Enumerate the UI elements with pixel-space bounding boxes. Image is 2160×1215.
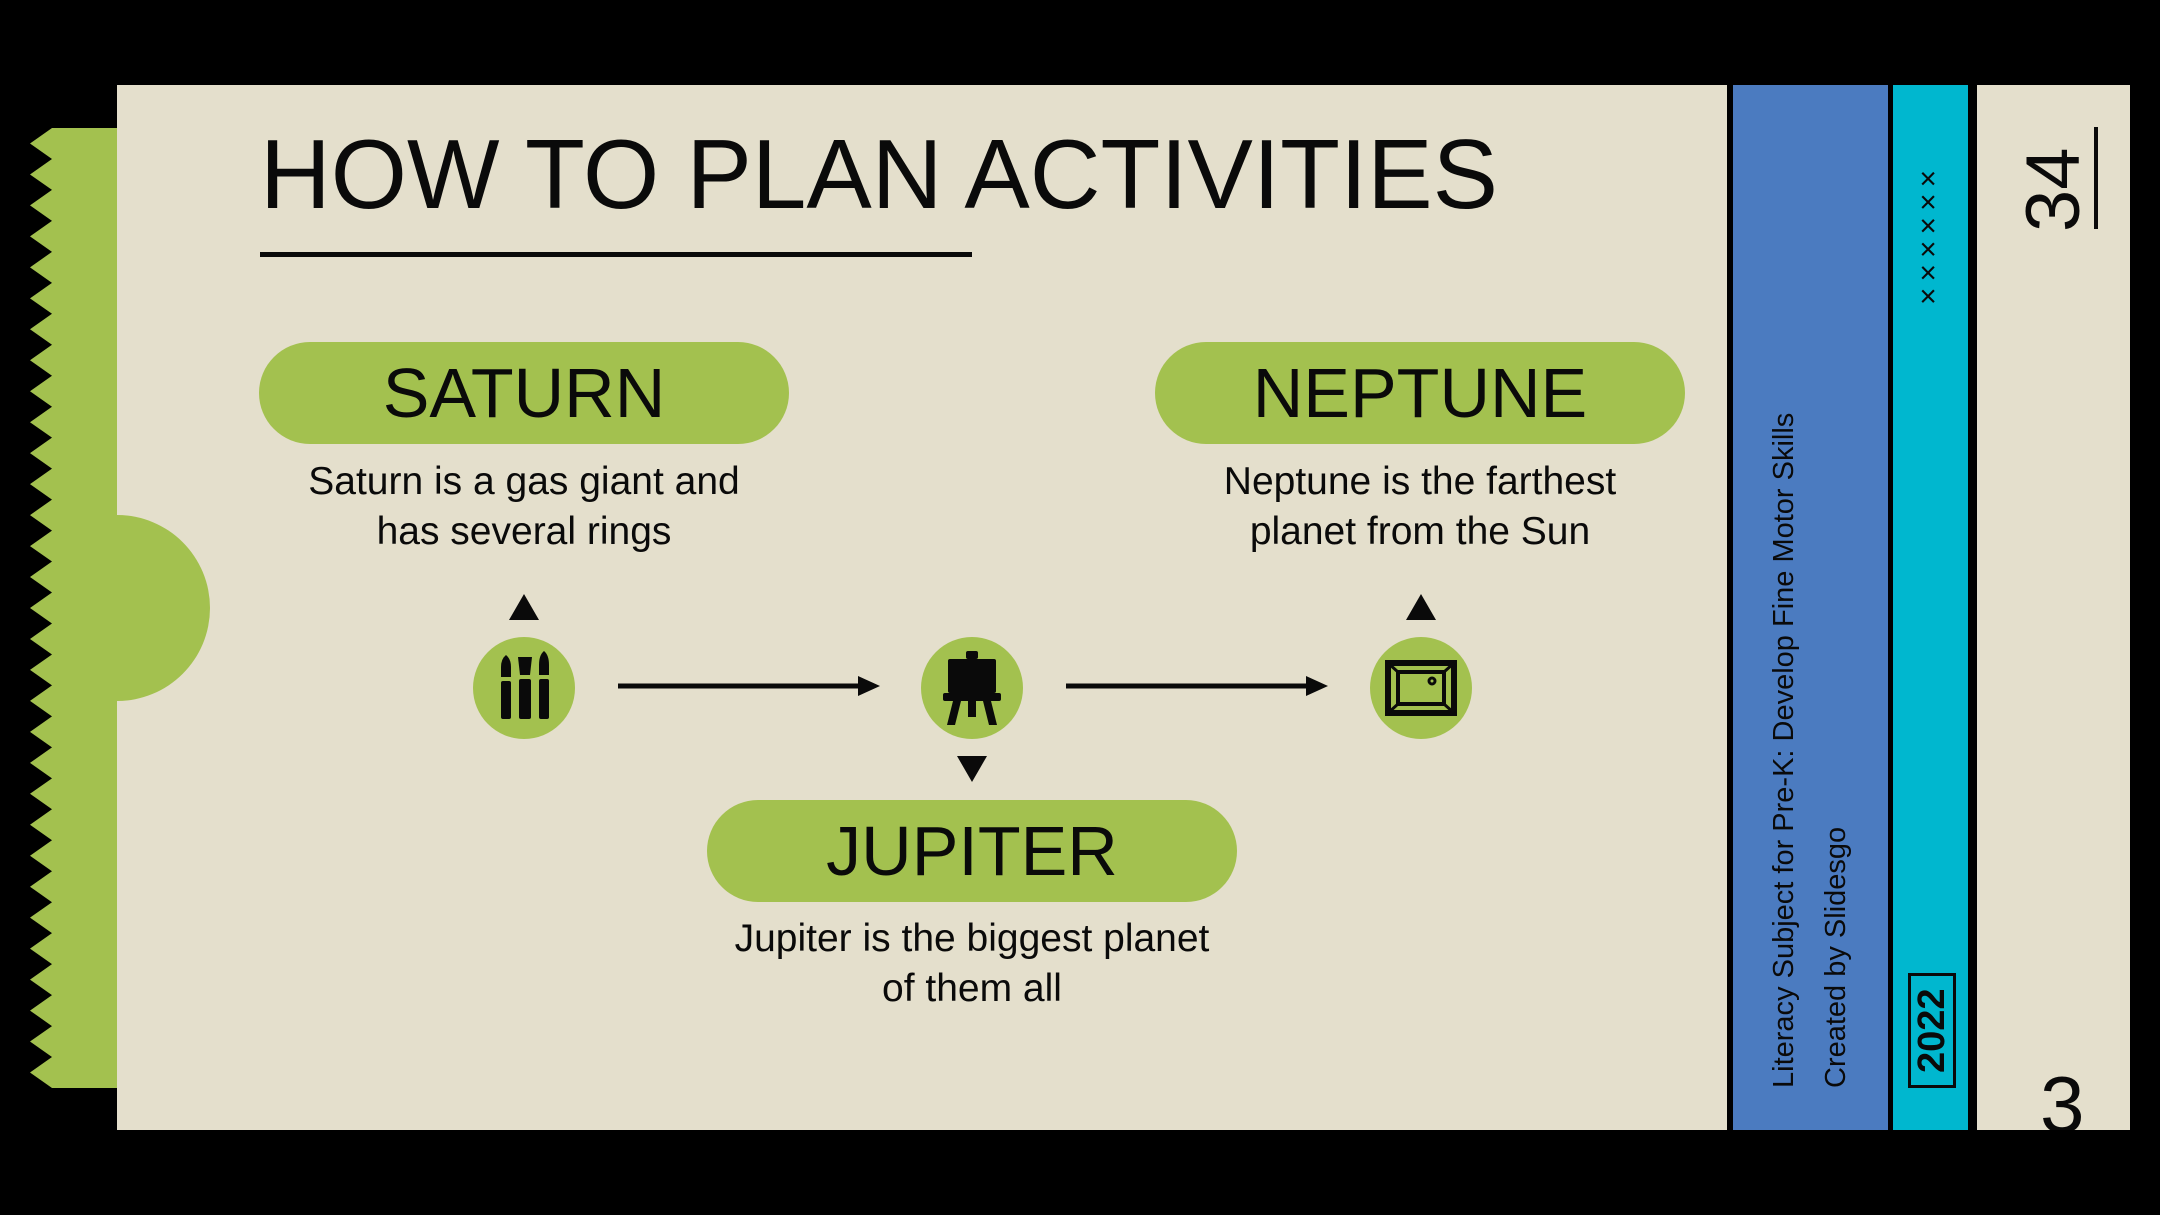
partial-digit: 3 [2040,1060,2085,1131]
saturn-description-line-1: Saturn is a gas giant and [308,460,740,503]
jupiter-description-line-2: of them all [882,967,1062,1010]
neptune-description: Neptune is the farthest planet from the … [1120,457,1720,557]
page-number: 34 [2011,147,2096,232]
jupiter-description-line-1: Jupiter is the biggest planet [734,917,1210,960]
title-underline [260,252,972,257]
blue-spine-band [1733,85,1888,1130]
credit-text: Created by Slidesgo [1820,826,1852,1088]
flow-arrow-jupiter-to-neptune [1066,676,1328,696]
jupiter-description: Jupiter is the biggest planet of them al… [672,914,1272,1014]
up-triangle-icon [1406,594,1436,620]
subject-text: Literacy Subject for Pre-K: Develop Fine… [1768,412,1800,1088]
ticket-notch-decoration [117,515,210,701]
paint-brushes-icon [473,637,575,739]
saturn-description: Saturn is a gas giant and has several ri… [224,457,824,557]
up-triangle-icon [509,594,539,620]
down-triangle-icon [957,756,987,782]
jupiter-label-pill: JUPITER [707,800,1237,902]
page-title: HOW TO PLAN ACTIVITIES [260,119,1498,229]
picture-frame-icon [1370,637,1472,739]
easel-icon [921,637,1023,739]
x-marks-decoration: ×××××× [1912,163,1945,305]
year-badge: 2022 [1908,973,1956,1088]
page-number-band: 3 [1977,85,2130,1130]
ticket-stub-decoration [30,128,118,1088]
neptune-description-line-2: planet from the Sun [1249,510,1591,553]
page-number-rule [2094,127,2098,229]
neptune-label-pill: NEPTUNE [1155,342,1685,444]
slide-panel [117,85,1727,1130]
saturn-label-pill: SATURN [259,342,789,444]
cyan-spine-band [1893,85,1968,1130]
saturn-description-line-2: has several rings [376,510,672,553]
neptune-description-line-1: Neptune is the farthest [1223,460,1617,503]
flow-arrow-saturn-to-jupiter [618,676,880,696]
